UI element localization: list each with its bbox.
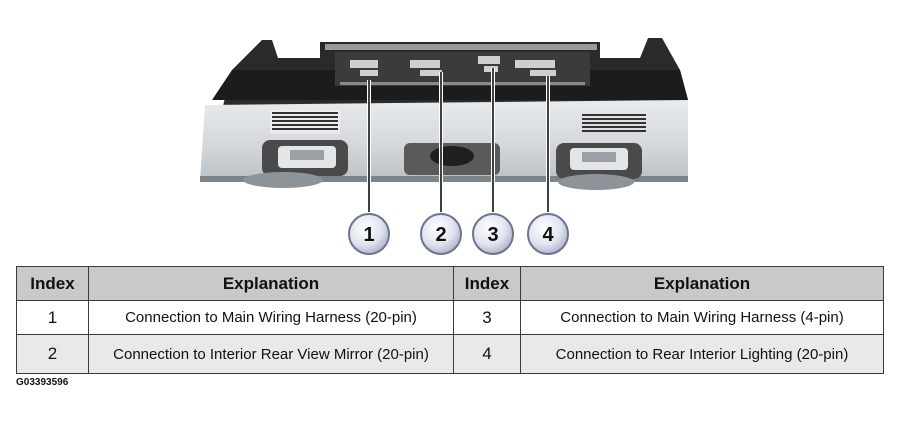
index-header: Index [453, 266, 521, 301]
legend-table: Index Explanation Index Explanation 1 Co… [16, 266, 884, 374]
callout-label: 2 [435, 224, 446, 246]
explanation-header: Explanation [88, 266, 454, 301]
right-vent-grille [582, 114, 646, 132]
right-switch [556, 143, 642, 179]
table-row: 1 Connection to Main Wiring Harness (20-… [16, 300, 884, 335]
left-lamp [243, 172, 323, 188]
center-switch [404, 143, 500, 175]
connector-block [335, 52, 590, 86]
index-cell: 3 [453, 300, 521, 335]
callout-2: 2 [420, 213, 462, 255]
explanation-cell: Connection to Main Wiring Harness (4-pin… [520, 300, 884, 335]
index-cell: 1 [16, 300, 89, 335]
table-header-row: Index Explanation Index Explanation [16, 266, 884, 301]
callout-label: 1 [363, 224, 374, 246]
left-vent-grille [270, 110, 340, 134]
explanation-header: Explanation [520, 266, 884, 301]
callout-4: 4 [527, 213, 569, 255]
callout-3: 3 [472, 213, 514, 255]
index-cell: 4 [453, 334, 521, 374]
figure-code: G03393596 [16, 377, 69, 388]
explanation-cell: Connection to Rear Interior Lighting (20… [520, 334, 884, 374]
right-lamp [558, 174, 634, 190]
callout-1: 1 [348, 213, 390, 255]
explanation-cell: Connection to Main Wiring Harness (20-pi… [88, 300, 454, 335]
callout-label: 4 [542, 224, 554, 246]
explanation-cell: Connection to Interior Rear View Mirror … [88, 334, 454, 374]
table-row: 2 Connection to Interior Rear View Mirro… [16, 334, 884, 374]
index-cell: 2 [16, 334, 89, 374]
callout-label: 3 [487, 224, 498, 246]
index-header: Index [16, 266, 89, 301]
left-switch [262, 140, 348, 176]
overhead-console-illustration: 1 2 3 4 [200, 38, 688, 255]
